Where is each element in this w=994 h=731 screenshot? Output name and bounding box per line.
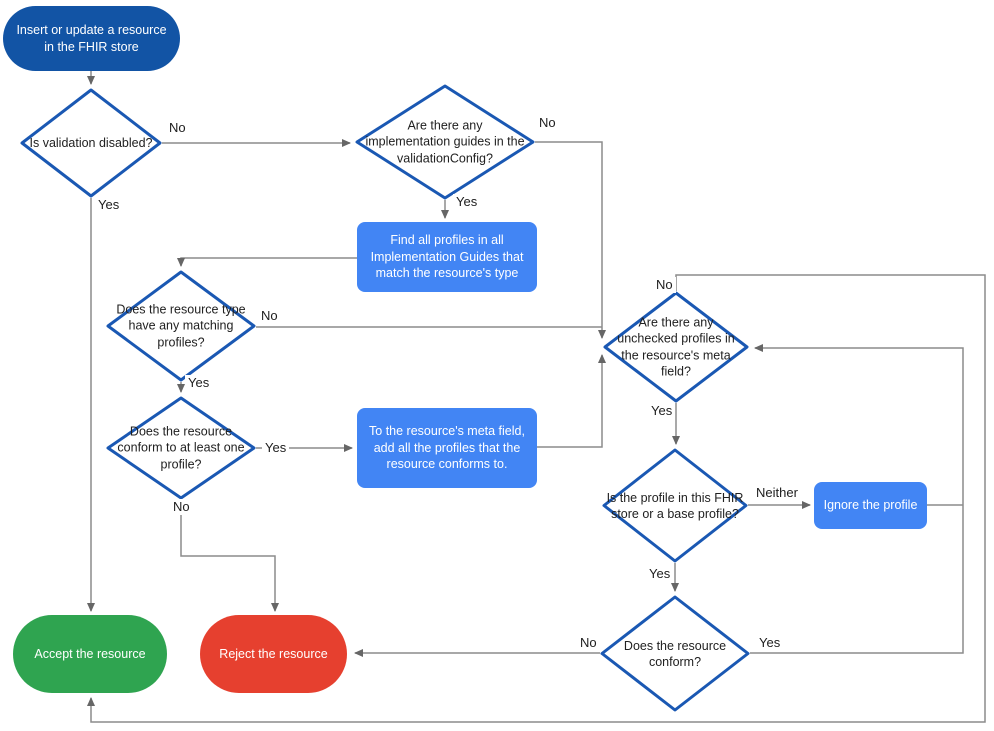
node-start: Insert or update a resource in the FHIR …	[3, 6, 180, 71]
node-matching-profiles-label: Does the resource type have any matching…	[116, 302, 246, 350]
edge-meta-to-unchecked	[537, 354, 606, 448]
diamond-shape	[600, 595, 750, 712]
edge-label-conform1-yes: Yes	[262, 440, 290, 456]
edge-label-validation-no: No	[166, 120, 189, 136]
node-conform-one-profile: Does the resource conform to at least on…	[106, 396, 256, 500]
diamond-shape	[603, 291, 749, 403]
edge-conform1-no	[180, 500, 279, 612]
node-matching-profiles: Does the resource type have any matching…	[106, 270, 256, 382]
edge-label-guides-yes: Yes	[453, 194, 481, 210]
diamond-shape	[602, 448, 748, 563]
node-resource-conform: Does the resource conform?	[600, 595, 750, 712]
node-validation-disabled-label: Is validation disabled?	[29, 135, 153, 150]
edge-label-validation-yes: Yes	[95, 197, 123, 213]
edge-label-conform2-no: No	[577, 635, 600, 651]
node-unchecked-profiles-label: Are there any unchecked profiles in the …	[617, 315, 735, 379]
edge-conform2-yes-loop	[750, 344, 964, 654]
edge-label-unchecked-no: No	[653, 277, 676, 293]
node-implementation-guides: Are there any implementation guides in t…	[355, 84, 535, 200]
edge-guides-no	[535, 141, 606, 339]
node-reject-label: Reject the resource	[219, 646, 328, 661]
node-start-label: Insert or update a resource in the FHIR …	[16, 22, 167, 54]
edge-label-matching-yes: Yes	[185, 375, 213, 391]
node-accept-label: Accept the resource	[34, 646, 146, 661]
diamond-shape	[355, 84, 535, 200]
edge-label-profile-yes: Yes	[646, 566, 674, 582]
diamond-shape	[106, 396, 256, 500]
edge-label-matching-no: No	[258, 308, 281, 324]
node-add-profiles-meta: To the resource's meta field, add all th…	[357, 408, 537, 488]
edge-unchecked-no	[87, 274, 986, 723]
node-resource-conform-label: Does the resource conform?	[623, 638, 727, 669]
node-implementation-guides-label: Are there any implementation guides in t…	[365, 118, 525, 166]
edge-find-to-matching	[177, 257, 357, 267]
edge-label-profile-neither: Neither	[753, 485, 801, 501]
node-profile-in-store: Is the profile in this FHIR store or a b…	[602, 448, 748, 563]
edge-label-conform2-yes: Yes	[756, 635, 784, 651]
node-unchecked-profiles: Are there any unchecked profiles in the …	[603, 291, 749, 403]
diamond-shape	[20, 88, 162, 198]
edge-label-conform1-no: No	[170, 499, 193, 515]
node-find-profiles-label: Find all profiles in all Implementation …	[370, 232, 524, 281]
node-ignore-profile: Ignore the profile	[814, 482, 927, 529]
node-find-profiles: Find all profiles in all Implementation …	[357, 222, 537, 292]
node-validation-disabled: Is validation disabled?	[20, 88, 162, 198]
edge-label-guides-no: No	[536, 115, 559, 131]
node-add-profiles-meta-label: To the resource's meta field, add all th…	[369, 423, 525, 472]
edge-label-unchecked-yes: Yes	[648, 403, 676, 419]
node-conform-one-profile-label: Does the resource conform to at least on…	[117, 424, 245, 472]
node-profile-in-store-label: Is the profile in this FHIR store or a b…	[606, 490, 744, 521]
node-accept: Accept the resource	[13, 615, 167, 693]
node-ignore-profile-label: Ignore the profile	[823, 498, 918, 513]
diamond-shape	[106, 270, 256, 382]
node-reject: Reject the resource	[200, 615, 347, 693]
